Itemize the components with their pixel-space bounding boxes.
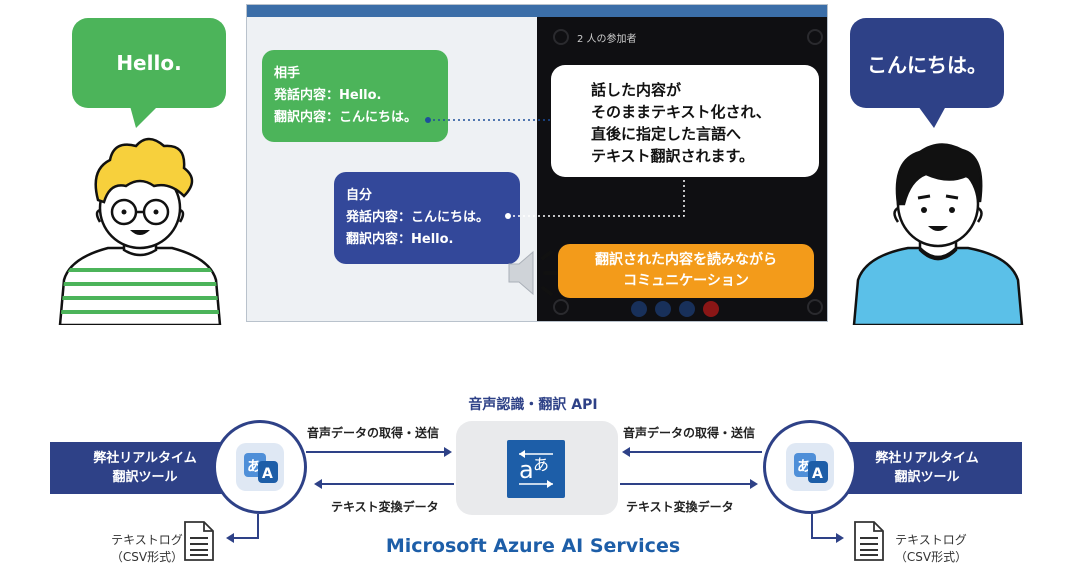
dotted-connectors xyxy=(425,117,685,219)
callout-line: そのままテキスト化され、 xyxy=(591,103,771,121)
speech-bubble-right-text: こんにちは。 xyxy=(867,52,987,77)
callout-line: テキスト翻訳されます。 xyxy=(591,147,755,165)
screen-top-bar xyxy=(247,5,827,17)
end-call-dot[interactable] xyxy=(703,301,719,317)
arrow-label-top-left: 音声データの取得・送信 xyxy=(307,426,440,440)
speech-bubble-left-text: Hello. xyxy=(116,51,182,75)
right-log-label: テキストログ （CSV形式） xyxy=(876,532,986,566)
speaker-icon xyxy=(508,250,559,296)
api-label: 音声認識・翻訳 API xyxy=(468,397,598,413)
explanation-callout: 話した内容が そのままテキスト化され、 直後に指定した言語へ テキスト翻訳されま… xyxy=(551,65,819,177)
left-tool-line: 翻訳ツール xyxy=(112,470,178,485)
right-tool-line: 翻訳ツール xyxy=(894,470,960,485)
participant-ring xyxy=(807,299,823,315)
svg-text:a: a xyxy=(519,456,534,484)
left-tool-bar: 弊社リアルタイム 翻訳ツール xyxy=(50,442,240,494)
person-left-illustration xyxy=(58,137,222,325)
svg-text:あ: あ xyxy=(533,455,549,474)
service-name: Microsoft Azure AI Services xyxy=(385,535,681,557)
partner-translation: 翻訳内容：こんにちは。 xyxy=(274,110,418,125)
orange-line: コミュニケーション xyxy=(623,273,749,289)
control-dot[interactable] xyxy=(679,301,695,317)
control-dot[interactable] xyxy=(655,301,671,317)
speech-bubble-right: こんにちは。 xyxy=(850,18,1004,108)
participant-count: 2 人の参加者 xyxy=(577,34,637,45)
callout-line: 直後に指定した言語へ xyxy=(591,125,742,143)
partner-title: 相手 xyxy=(274,66,301,81)
partner-message-card: 相手 発話内容：Hello. 翻訳内容：こんにちは。 xyxy=(262,50,448,142)
right-log-line: テキストログ xyxy=(895,533,967,547)
api-service-box: a あ xyxy=(456,421,618,515)
self-title: 自分 xyxy=(346,188,373,203)
right-tool-bar: 弊社リアルタイム 翻訳ツール xyxy=(832,442,1022,494)
partner-speech: 発話内容：Hello. xyxy=(274,88,382,103)
document-icon xyxy=(184,521,214,561)
participant-ring xyxy=(553,29,569,45)
svg-text:A: A xyxy=(812,466,823,482)
document-icon xyxy=(854,521,884,561)
person-right-illustration xyxy=(852,143,1024,325)
self-speech: 発話内容：こんにちは。 xyxy=(346,210,490,225)
left-tool-line: 弊社リアルタイム xyxy=(93,451,197,466)
self-message-card: 自分 発話内容：こんにちは。 翻訳内容：Hello. xyxy=(334,172,520,264)
right-log-line: （CSV形式） xyxy=(894,550,968,564)
svg-text:あ: あ xyxy=(247,459,261,475)
left-log-line: （CSV形式） xyxy=(110,550,184,564)
callout-line: 話した内容が xyxy=(591,81,682,99)
participant-ring xyxy=(553,299,569,315)
orange-line: 翻訳された内容を読みながら xyxy=(595,252,777,268)
communication-callout: 翻訳された内容を読みながら コミュニケーション xyxy=(558,244,814,298)
left-log-label: テキストログ （CSV形式） xyxy=(92,532,202,566)
svg-text:A: A xyxy=(262,466,273,482)
arrow-label-bottom-right: テキスト変換データ xyxy=(626,500,734,514)
svg-text:あ: あ xyxy=(797,459,811,475)
right-tool-circle: あ A xyxy=(763,420,857,514)
translator-app-icon: あ A xyxy=(236,443,284,491)
right-tool-line: 弊社リアルタイム xyxy=(875,451,979,466)
left-tool-circle: あ A xyxy=(213,420,307,514)
left-log-line: テキストログ xyxy=(111,533,183,547)
self-translation: 翻訳内容：Hello. xyxy=(346,232,454,247)
speech-bubble-left: Hello. xyxy=(72,18,226,108)
arrow-label-bottom-left: テキスト変換データ xyxy=(331,500,439,514)
arrow-label-top-right: 音声データの取得・送信 xyxy=(623,426,756,440)
participant-ring xyxy=(807,29,823,45)
speech-tails xyxy=(130,106,946,128)
translator-app-icon: あ A xyxy=(786,443,834,491)
control-dot[interactable] xyxy=(631,301,647,317)
translator-api-icon: a あ xyxy=(507,440,565,498)
